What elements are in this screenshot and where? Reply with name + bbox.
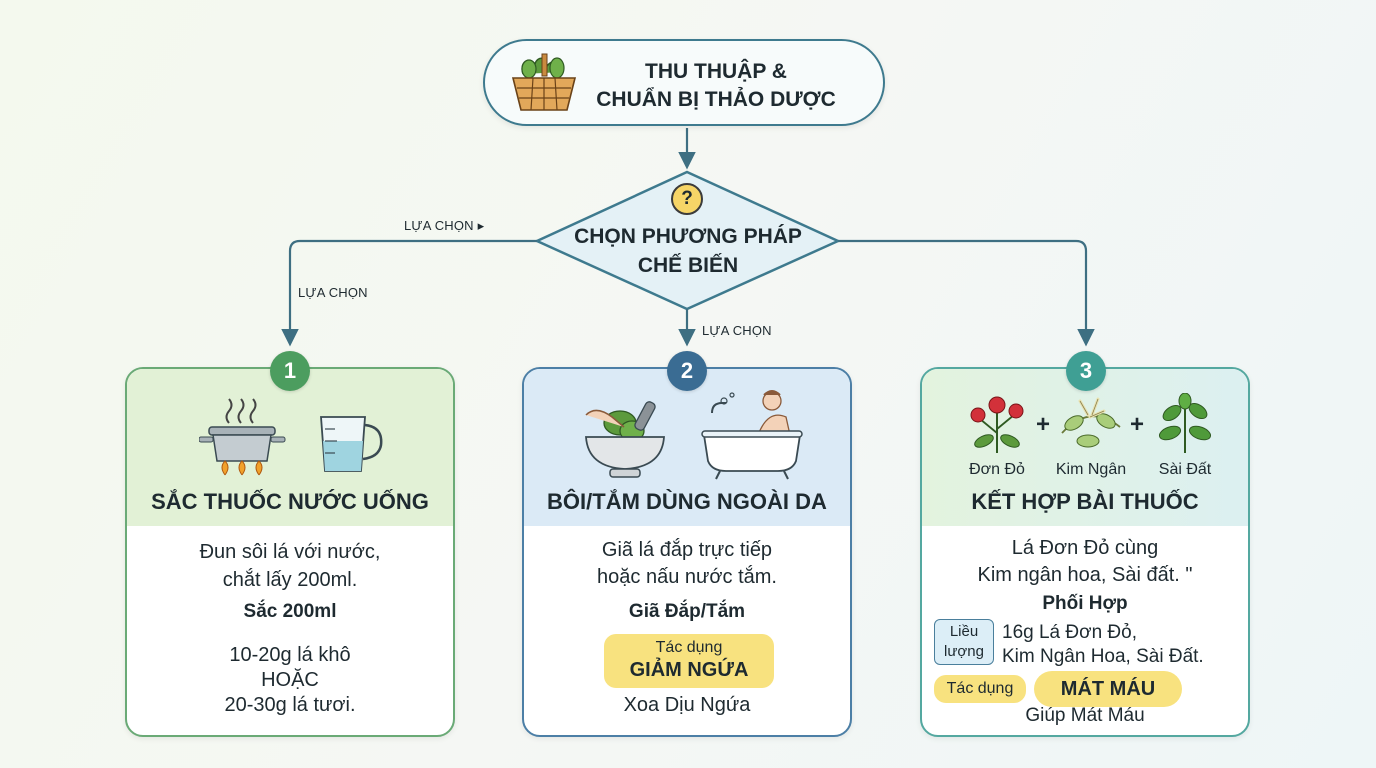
branch-label-left: LỰA CHỌN — [298, 285, 368, 300]
branch-label-top-left: LỰA CHỌN ▸ — [404, 218, 485, 233]
option-3-number-badge: 3 — [1066, 351, 1106, 391]
option-1-dose-line3: 20-30g lá tươi. — [224, 694, 356, 716]
option-3-effect-desc: Giúp Mát Máu — [1025, 705, 1145, 726]
start-title: THU THUẬP & CHUẨN BỊ THẢO DƯỢC — [585, 58, 847, 114]
herb-label-sai-dat: Sài Đất — [1158, 461, 1212, 478]
mortar-pestle-icon — [585, 401, 665, 478]
bathtub-icon — [701, 390, 803, 480]
option-card-2: BÔI/TẮM DÙNG NGOÀI DA Giã lá đắp trực ti… — [522, 367, 852, 737]
option-1-highlight: Sắc 200ml — [243, 601, 337, 622]
option-1-desc-line1: Đun sôi lá với nước, — [199, 541, 381, 563]
dose-label-line1: Liều — [949, 623, 979, 640]
start-title-line1: THU THUẬP & — [645, 60, 787, 83]
don-do-flower-icon — [970, 396, 1024, 453]
option-3-dose-line1: 16g Lá Đơn Đỏ, — [1002, 622, 1137, 643]
dose-label-line2: lượng — [944, 643, 984, 660]
option-2-effect-desc: Xoa Dịu Ngứa — [623, 694, 751, 716]
sai-dat-plant-icon — [1158, 393, 1212, 453]
option-2-effect-label: Tác dụng — [655, 639, 723, 656]
option-3-dose: 16g Lá Đơn Đỏ, Kim Ngân Hoa, Sài Đất. — [1002, 621, 1204, 669]
decision-line1: CHỌN PHƯƠNG PHÁP — [574, 225, 802, 248]
branch-label-center: LỰA CHỌN — [702, 323, 772, 338]
option-2-desc-line1: Giã lá đắp trực tiếp — [601, 539, 773, 561]
option-3-title: KẾT HỢP BÀI THUỐC — [971, 489, 1199, 514]
plus-icon: + — [1130, 411, 1145, 438]
option-3-dose-line2: Kim Ngân Hoa, Sài Đất. — [1002, 646, 1204, 667]
option-3-highlight: Phối Hợp — [1042, 593, 1128, 614]
decision-title: CHỌN PHƯƠNG PHÁP CHẾ BIẾN — [553, 222, 823, 280]
option-2-number-badge: 2 — [667, 351, 707, 391]
option-card-1: SẮC THUỐC NƯỚC UỐNG Đun sôi lá với nước,… — [125, 367, 455, 737]
option-1-dose-line2: HOẶC — [261, 669, 319, 691]
option-card-3-header: + + Đơn Đỏ Kim Ngân Sài Đất — [922, 369, 1248, 526]
herb-basket-icon — [511, 53, 577, 111]
option-2-title: BÔI/TẮM DÙNG NGOÀI DA — [547, 489, 827, 514]
dose-label-box: Liều lượng — [934, 619, 994, 665]
option-1-title: SẮC THUỐC NƯỚC UỐNG — [151, 489, 429, 514]
question-icon: ? — [671, 183, 703, 215]
option-2-effect-value: GIẢM NGỨA — [629, 659, 749, 681]
option-card-3: + + Đơn Đỏ Kim Ngân Sài Đất KẾT HỢP BÀI … — [920, 367, 1250, 737]
option-3-desc-line2: Kim ngân hoa, Sài đất. " — [977, 564, 1193, 586]
option-1-desc-line2: chắt lấy 200ml. — [222, 569, 358, 591]
kim-ngan-flower-icon — [1061, 397, 1121, 448]
decision-line2: CHẾ BIẾN — [637, 254, 739, 277]
option-2-desc-line2: hoặc nấu nước tắm. — [597, 566, 777, 588]
boiling-pot-icon — [199, 398, 286, 476]
option-3-desc-line1: Lá Đơn Đỏ cùng — [1011, 537, 1159, 559]
option-3-effect-value: MÁT MÁU — [1034, 671, 1182, 707]
option-1-number-badge: 1 — [270, 351, 310, 391]
option-1-dose-line1: 10-20g lá khô — [229, 644, 351, 666]
arrow-to-option-1 — [281, 239, 537, 347]
option-card-2-header — [524, 369, 850, 526]
plus-icon: + — [1036, 411, 1051, 438]
option-2-effect-pill: Tác dụng GIẢM NGỨA — [604, 634, 774, 688]
option-2-highlight: Giã Đắp/Tắm — [628, 601, 746, 622]
arrow-to-option-3 — [838, 239, 1095, 347]
measuring-cup-icon — [320, 416, 383, 472]
herb-label-kim-ngan: Kim Ngân — [1055, 461, 1127, 478]
option-card-1-header — [127, 369, 453, 526]
herb-label-don-do: Đơn Đỏ — [969, 461, 1025, 478]
start-title-line2: CHUẨN BỊ THẢO DƯỢC — [596, 88, 836, 111]
option-3-effect-label: Tác dụng — [934, 675, 1026, 703]
